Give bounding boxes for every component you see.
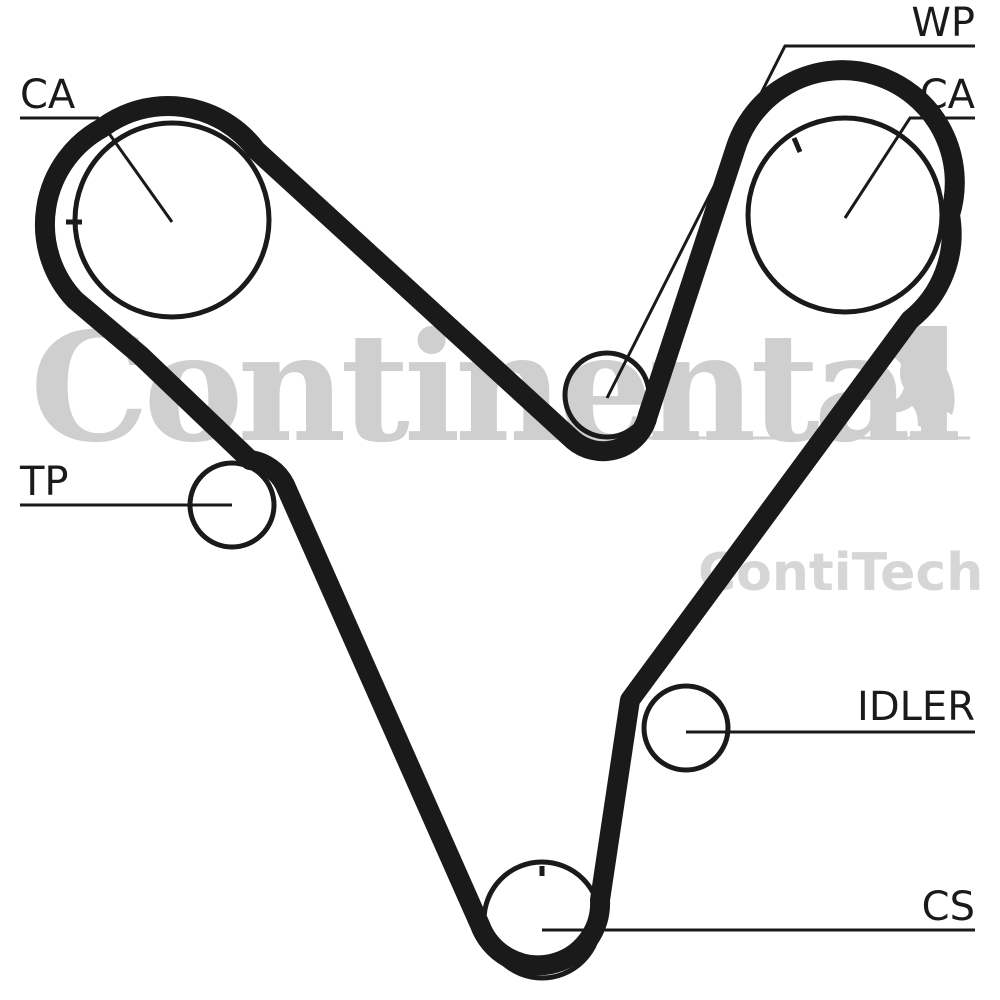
- label-cs: CS: [922, 884, 975, 930]
- crankshaft-pulley: [481, 859, 603, 981]
- idler-pulley: [641, 683, 731, 773]
- label-ca-left: CA: [20, 72, 76, 118]
- leader-lines: [20, 44, 975, 932]
- label-ca-right: CA: [920, 72, 976, 118]
- rearing-horse-icon: [885, 333, 955, 428]
- watermark: Continental ContiTech: [30, 300, 983, 603]
- label-tp: TP: [19, 459, 69, 505]
- label-idler: IDLER: [857, 684, 975, 730]
- leader-ca-right: [843, 116, 975, 219]
- camshaft-pulley-right: [745, 115, 945, 315]
- water-pump-pulley: [562, 350, 652, 440]
- timing-belt: [35, 60, 965, 976]
- leader-wp: [605, 44, 975, 399]
- leader-ca-left: [20, 116, 174, 223]
- timing-mark-right-cam: [791, 137, 803, 153]
- label-wp: WP: [911, 0, 975, 46]
